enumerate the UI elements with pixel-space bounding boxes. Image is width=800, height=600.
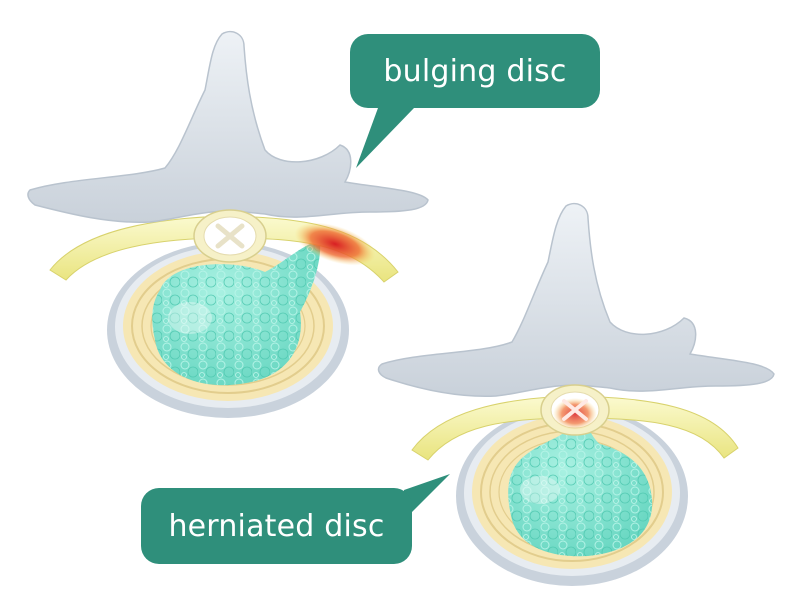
callout-pointer-bulging	[356, 108, 414, 168]
callout-bulging-label: bulging disc	[383, 53, 567, 89]
callout-bulging-disc: bulging disc	[350, 34, 600, 108]
vertebral-arch	[27, 30, 429, 224]
inflammation	[294, 222, 376, 266]
vertebra-bulging	[27, 30, 429, 418]
callout-herniated-disc: herniated disc	[141, 488, 412, 564]
callout-herniated-label: herniated disc	[168, 508, 385, 544]
callout-pointer-herniated	[404, 474, 450, 520]
nerve-root	[411, 395, 739, 461]
vertebral-arch	[377, 202, 775, 398]
vertebra-herniated	[377, 202, 775, 586]
inflammation	[553, 398, 597, 430]
